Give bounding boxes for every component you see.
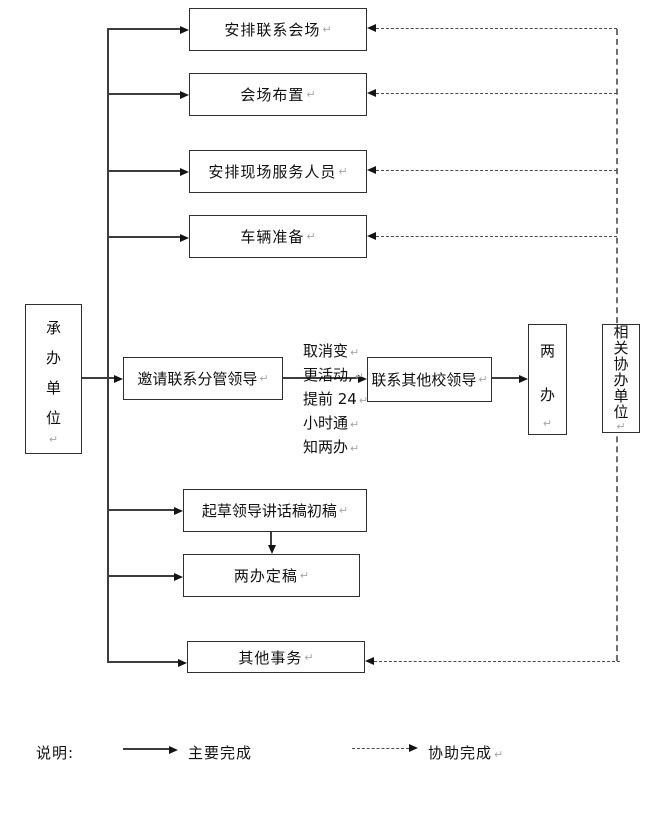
node-other-affairs: 其他事务↵: [187, 641, 365, 673]
node-two-offices: 两办 ↵: [528, 324, 567, 435]
main-arrow-vehicle-prep: [108, 234, 189, 242]
node-related-units: 相关协办单位 ↵: [602, 324, 640, 433]
assist-arrow-arrange-venue: [367, 24, 617, 32]
node-draft-speech: 起草领导讲话稿初稿↵: [183, 489, 367, 532]
return-mark-icon: ↵: [494, 748, 504, 761]
annotation-line: 更活动,: [303, 366, 353, 384]
node-organizer-label: 承办单位: [45, 318, 61, 427]
node-arrange-venue-label: 安排联系会场: [224, 21, 321, 39]
node-contact-leaders-label: 联系其他校领导: [371, 371, 477, 389]
node-invite-leader: 邀请联系分管领导↵: [123, 357, 283, 400]
node-finalize-speech-label: 两办定稿: [233, 567, 298, 585]
node-two-offices-label: 两办: [539, 342, 555, 404]
node-arrange-venue: 安排联系会场↵: [189, 8, 367, 51]
return-mark-icon: ↵: [48, 432, 59, 446]
node-onsite-staff: 安排现场服务人员↵: [189, 150, 367, 193]
legend-dashed-arrow: [352, 744, 418, 752]
assist-arrow-vehicle-prep: [367, 232, 617, 240]
node-vehicle-prep-label: 车辆准备: [240, 228, 305, 246]
return-mark-icon: ↵: [350, 346, 360, 359]
return-mark-icon: ↵: [306, 230, 316, 243]
main-arrow-draft-speech: [108, 507, 183, 515]
node-invite-leader-label: 邀请联系分管领导: [137, 370, 258, 388]
legend-dashed-label: 协助完成: [428, 744, 493, 762]
legend-dashed-text: 协助完成↵: [428, 742, 503, 763]
return-mark-icon: ↵: [616, 420, 626, 433]
legend-solid-arrow: [123, 746, 178, 754]
main-arrow-onsite-staff: [108, 168, 189, 176]
legend-title: 说明:: [36, 744, 75, 762]
annotation-line: 知两办: [303, 438, 349, 456]
arrow-invite-to-contact: [283, 375, 367, 383]
node-finalize-speech: 两办定稿↵: [183, 554, 360, 597]
return-mark-icon: ↵: [542, 417, 553, 430]
return-mark-icon: ↵: [306, 88, 316, 101]
annotation-line: 小时通: [303, 414, 349, 432]
arrow-draft-to-finalize: [268, 532, 276, 554]
main-arrow-other-affairs: [108, 659, 187, 667]
assist-arrow-other-affairs: [365, 657, 620, 665]
main-arrow-arrange-venue: [108, 26, 189, 34]
cancel-notice-annotation: 取消变↵ 更活动,↵ 提前 24↵ 小时通↵ 知两办↵: [303, 340, 377, 460]
node-vehicle-prep: 车辆准备↵: [189, 215, 367, 258]
annotation-line: 取消变: [303, 342, 349, 360]
return-mark-icon: ↵: [478, 373, 488, 386]
node-related-units-label: 相关协办单位: [613, 323, 629, 421]
return-mark-icon: ↵: [304, 650, 314, 664]
return-mark-icon: ↵: [322, 23, 332, 36]
node-organizer: 承办单位 ↵: [25, 304, 82, 454]
node-venue-setup: 会场布置↵: [189, 73, 367, 116]
legend-solid-label: 主要完成: [188, 744, 253, 762]
return-mark-icon: ↵: [338, 504, 349, 517]
return-mark-icon: ↵: [350, 442, 360, 455]
arrow-organizer-to-invite: [80, 375, 123, 383]
return-mark-icon: ↵: [338, 165, 348, 178]
main-trunk-line: [107, 28, 109, 663]
return-mark-icon: ↵: [354, 370, 364, 383]
assist-arrow-venue-setup: [367, 89, 617, 97]
main-arrow-finalize-speech: [108, 573, 183, 581]
annotation-line: 提前 24: [303, 390, 357, 408]
return-mark-icon: ↵: [358, 394, 369, 407]
arrow-contact-to-two-offices: [492, 375, 528, 383]
node-contact-leaders: 联系其他校领导↵: [367, 357, 492, 402]
return-mark-icon: ↵: [299, 569, 310, 582]
node-other-affairs-label: 其他事务: [238, 648, 303, 667]
node-draft-speech-label: 起草领导讲话稿初稿: [201, 502, 337, 520]
node-venue-setup-label: 会场布置: [240, 86, 305, 104]
return-mark-icon: ↵: [259, 372, 269, 385]
return-mark-icon: ↵: [350, 418, 360, 431]
node-onsite-staff-label: 安排现场服务人员: [208, 163, 337, 181]
assist-arrow-onsite-staff: [367, 166, 617, 174]
main-arrow-venue-setup: [108, 91, 189, 99]
